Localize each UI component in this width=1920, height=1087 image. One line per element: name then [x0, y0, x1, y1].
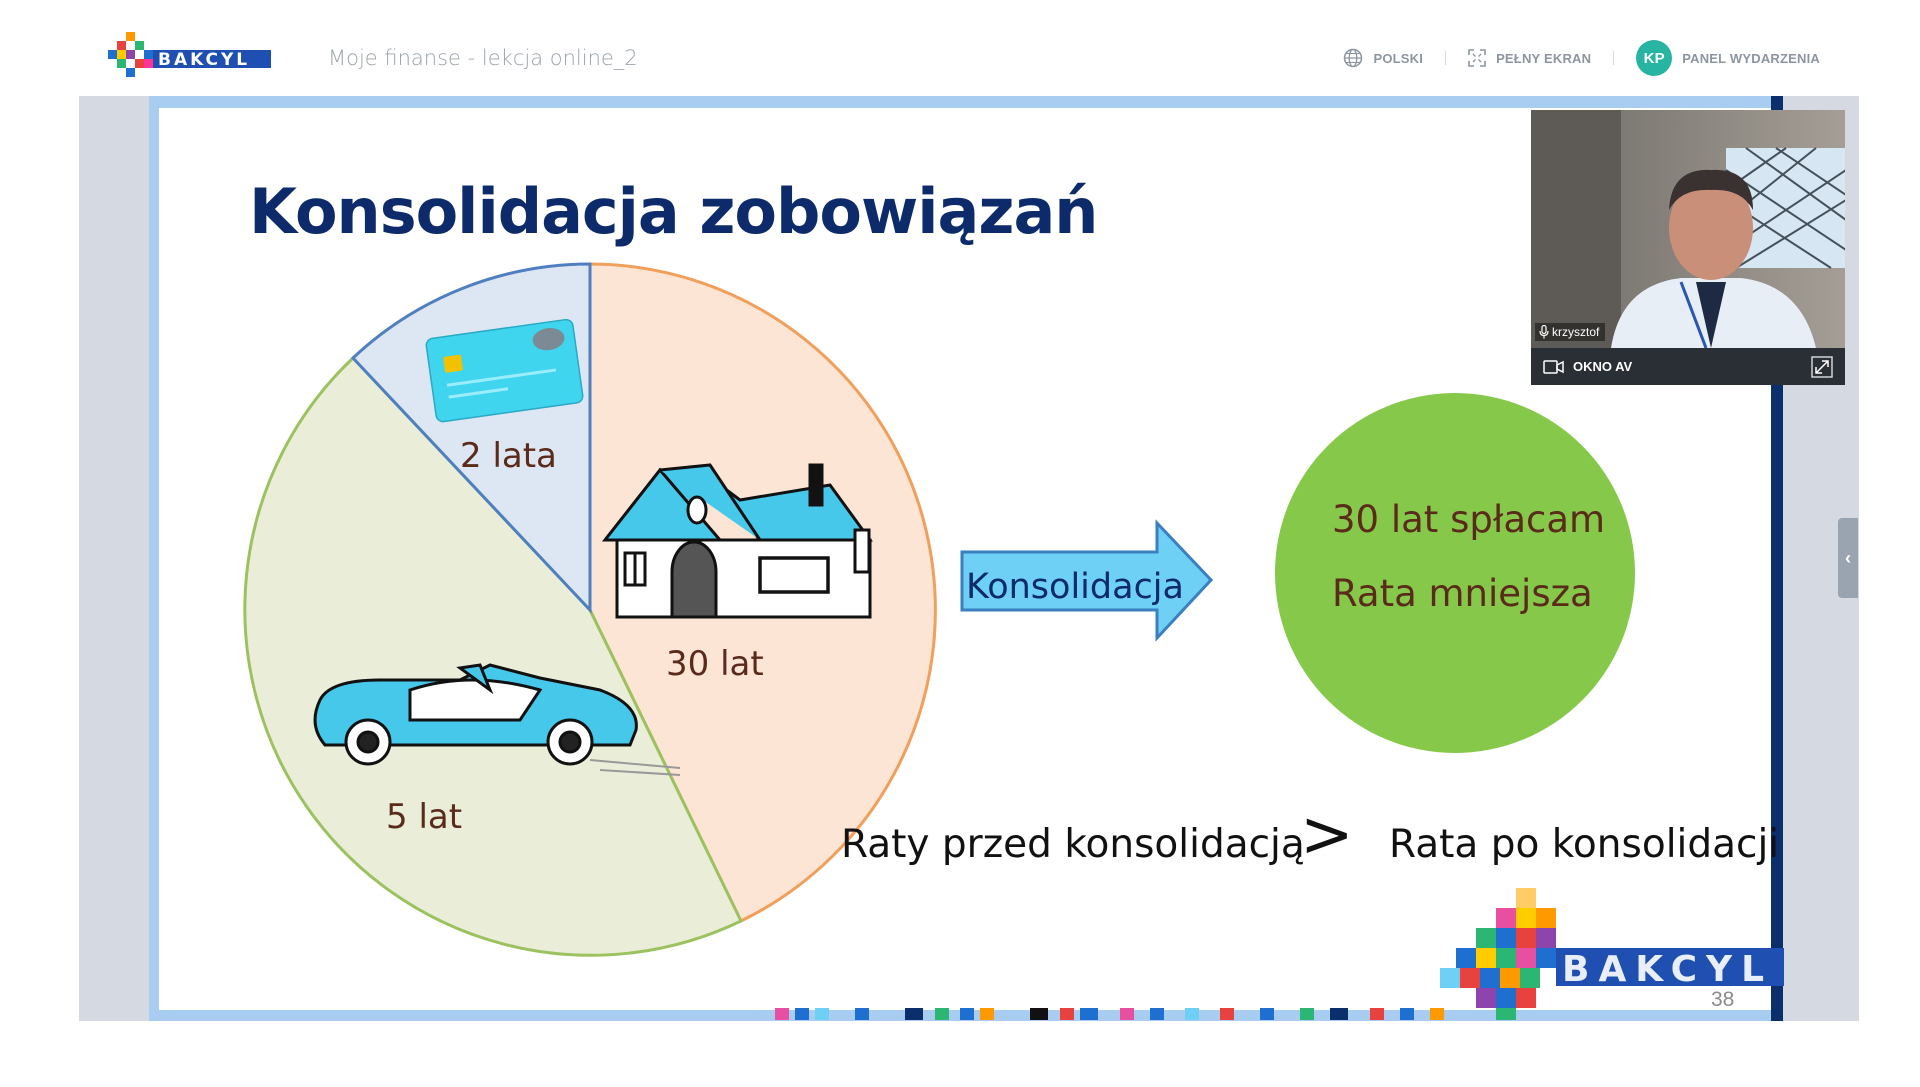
comparison-operator: >	[1300, 798, 1354, 872]
participant-name: krzysztof	[1552, 325, 1600, 339]
chevron-left-icon: ‹	[1845, 547, 1851, 568]
consolidation-arrow	[960, 519, 1214, 642]
event-panel-button[interactable]: KP PANEL WYDARZENIA	[1636, 40, 1820, 76]
language-button[interactable]: POLSKI	[1343, 48, 1423, 68]
user-avatar: KP	[1636, 40, 1673, 76]
expand-icon[interactable]	[1811, 356, 1833, 378]
svg-text:BAKCYL: BAKCYL	[1562, 949, 1773, 990]
slide-frame	[149, 96, 1783, 108]
slide-title: Konsolidacja zobowiązań	[249, 175, 1098, 248]
comparison-right: Rata po konsolidacji	[1389, 822, 1780, 867]
microphone-icon	[1539, 325, 1549, 339]
top-bar: BAKCYL Moje finanse - lekcja online_2 PO…	[0, 0, 1920, 100]
result-line-2: Rata mniejsza	[1332, 572, 1593, 615]
top-actions: POLSKI PEŁNY EKRAN KP PANEL WYDARZENIA	[1343, 40, 1820, 76]
globe-icon	[1344, 48, 1363, 68]
result-circle	[1275, 393, 1635, 753]
av-window-bar: OKNO AV	[1531, 348, 1845, 385]
fullscreen-label: PEŁNY EKRAN	[1496, 50, 1592, 66]
event-title: Moje finanse - lekcja online_2	[328, 46, 638, 70]
fullscreen-button[interactable]: PEŁNY EKRAN	[1468, 49, 1591, 67]
language-label: POLSKI	[1373, 50, 1424, 66]
pie-slice-car	[243, 355, 744, 957]
event-panel-label: PANEL WYDARZENIA	[1682, 50, 1820, 66]
comparison-left: Raty przed konsolidacją	[841, 822, 1305, 867]
pie-label-house: 30 lat	[666, 644, 764, 684]
house-icon	[601, 463, 873, 619]
divider	[1445, 51, 1447, 65]
decorative-pixel-strip	[775, 1008, 1444, 1020]
bakcyl-logo[interactable]: BAKCYL	[108, 32, 273, 82]
divider	[1613, 51, 1615, 65]
pie-label-car: 5 lat	[386, 797, 462, 837]
camera-icon	[1543, 359, 1564, 374]
credit-card-icon	[425, 318, 584, 423]
slide-bakcyl-logo: BAKCYL	[1440, 888, 1784, 1020]
slide-page-number: 38	[1711, 988, 1735, 1011]
svg-text:BAKCYL: BAKCYL	[158, 50, 250, 70]
fullscreen-icon	[1468, 49, 1486, 67]
pie-label-card: 2 lata	[460, 436, 557, 476]
result-line-1: 30 lat spłacam	[1332, 498, 1606, 541]
side-panel-toggle[interactable]: ‹	[1838, 518, 1858, 598]
slide-frame	[149, 96, 159, 1021]
participant-video	[1531, 110, 1845, 348]
av-window[interactable]: krzysztof OKNO AV	[1531, 110, 1845, 385]
arrow-label: Konsolidacja	[966, 567, 1184, 607]
participant-name-tag: krzysztof	[1535, 323, 1606, 341]
av-window-label: OKNO AV	[1573, 359, 1633, 374]
car-icon	[313, 663, 681, 776]
